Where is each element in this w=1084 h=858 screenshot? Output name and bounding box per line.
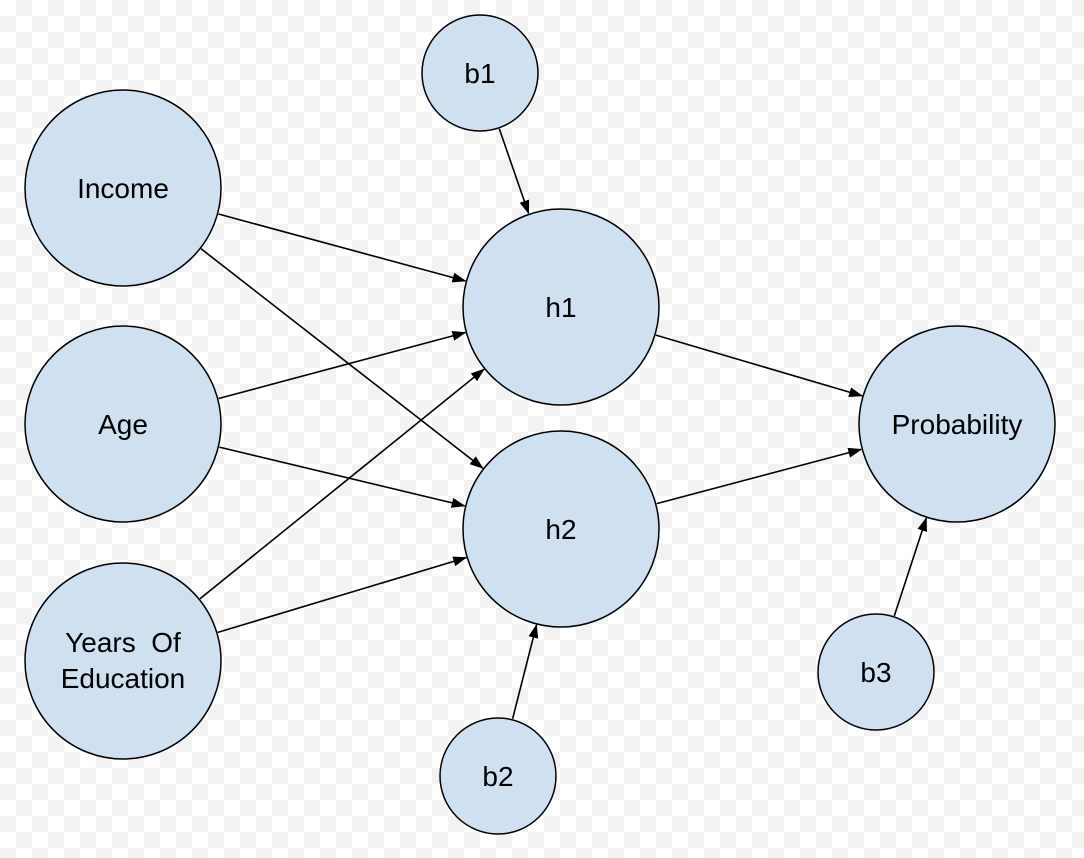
edge-b3-to-probability: [893, 517, 928, 617]
node-income-label: Income: [77, 173, 169, 204]
node-probability-label: Probability: [892, 409, 1023, 440]
edge-b2-to-h2: [511, 623, 539, 719]
node-years-of-education-label-line-1: Years Of: [65, 627, 181, 658]
node-years-of-education: Years Of Education: [24, 562, 222, 760]
node-years-of-education-label-line-2: Education: [61, 663, 186, 694]
node-age-label: Age: [98, 409, 148, 440]
node-h1-circle: [462, 208, 660, 406]
node-age-circle: [24, 325, 222, 523]
edge-age-to-h2: [219, 446, 466, 508]
edge-income-to-h1: [218, 213, 467, 283]
edge-h2-to-probability: [656, 447, 863, 505]
edge-h1-to-probability: [655, 334, 864, 398]
node-h2-label: h2: [545, 514, 576, 545]
edge-education-to-h1: [199, 368, 485, 600]
node-income-circle: [24, 89, 222, 287]
node-b2: b2: [439, 717, 557, 835]
node-b1: b1: [421, 14, 539, 132]
node-b3-circle: [817, 613, 935, 731]
node-h1: h1: [462, 208, 660, 406]
node-b1-label: b1: [464, 58, 495, 89]
node-age: Age: [24, 325, 222, 523]
node-h1-label: h1: [545, 292, 576, 323]
node-b2-circle: [439, 717, 557, 835]
node-probability: Probability: [858, 325, 1056, 523]
node-b2-label: b2: [482, 761, 513, 792]
node-b3: b3: [817, 613, 935, 731]
node-h2-circle: [462, 430, 660, 628]
edge-education-to-h2: [217, 556, 468, 634]
node-h2: h2: [462, 430, 660, 628]
node-b1-circle: [421, 14, 539, 132]
edge-age-to-h1: [218, 331, 467, 400]
node-probability-circle: [858, 325, 1056, 523]
node-b3-label: b3: [860, 657, 891, 688]
edge-b1-to-h1: [498, 128, 530, 215]
edge-income-to-h2: [200, 248, 484, 469]
edges-layer: [199, 128, 928, 719]
node-years-of-education-circle: [24, 562, 222, 760]
node-income: Income: [24, 89, 222, 287]
